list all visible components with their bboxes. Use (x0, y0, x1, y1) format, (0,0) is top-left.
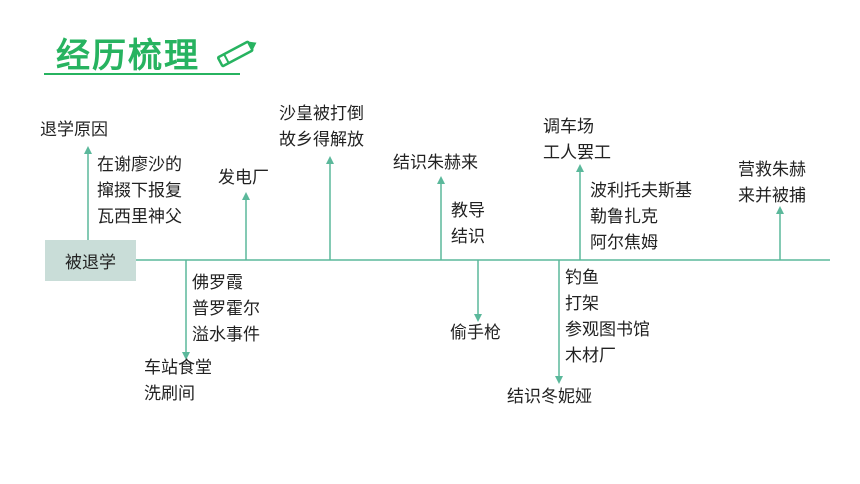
polish-label: 波利托夫斯基 勒鲁扎克 阿尔焦姆 (590, 181, 692, 253)
fire-label: 发电厂 (218, 168, 269, 188)
start-node: 被退学 (45, 240, 136, 281)
reason-title-label: 退学原因 (40, 120, 108, 140)
tsar-label: 沙皇被打倒 故乡得解放 (279, 104, 364, 150)
rescue-label: 营救朱赫 来并被捕 (738, 160, 806, 206)
flood-label: 佛罗霞 普罗霍尔 溢水事件 (192, 273, 260, 345)
title-underline (44, 73, 240, 75)
pencil-icon (216, 40, 257, 68)
gun-label: 偷手枪 (450, 323, 501, 343)
meet-zhuhelai-label: 结识朱赫来 (393, 153, 478, 173)
station-label: 车站食堂 洗刷间 (144, 358, 212, 404)
reason-detail-label: 在谢廖沙的 撺掇下报复 瓦西里神父 (97, 155, 182, 227)
meet-tonya-label: 结识冬妮娅 (507, 387, 592, 407)
fishing-label: 钓鱼 打架 参观图书馆 木材厂 (565, 268, 650, 366)
section-title: 经历梳理 (56, 36, 200, 76)
taught-label: 教导 结识 (451, 201, 485, 247)
transfer-label: 调车场 工人罢工 (543, 117, 611, 163)
